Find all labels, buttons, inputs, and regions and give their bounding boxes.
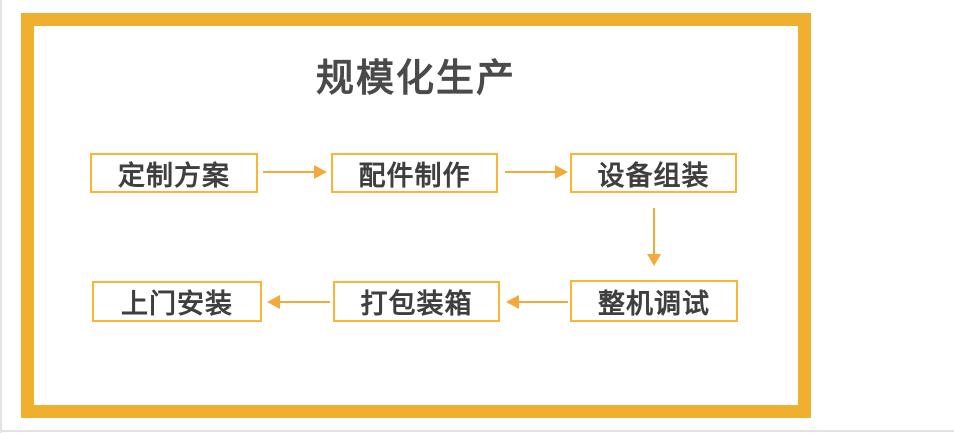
flow-node-machine-testing: 整机调试	[570, 280, 738, 322]
page-edge-bottom	[0, 430, 954, 432]
flow-node-parts-production: 配件制作	[331, 153, 498, 193]
arrow-down-icon	[647, 208, 661, 266]
arrow-right-icon	[263, 165, 327, 179]
arrow-left-icon	[506, 295, 568, 309]
diagram-title: 规模化生产	[315, 58, 516, 100]
arrow-right-icon	[505, 165, 568, 179]
page-edge-left	[0, 0, 2, 433]
arrow-left-icon	[267, 295, 330, 309]
flow-node-custom-plan: 定制方案	[90, 153, 258, 193]
flow-node-packing: 打包装箱	[333, 281, 500, 322]
flow-node-onsite-installation: 上门安装	[92, 281, 262, 322]
flow-node-equipment-assembly: 设备组装	[570, 153, 737, 193]
flowchart-frame	[21, 13, 811, 418]
